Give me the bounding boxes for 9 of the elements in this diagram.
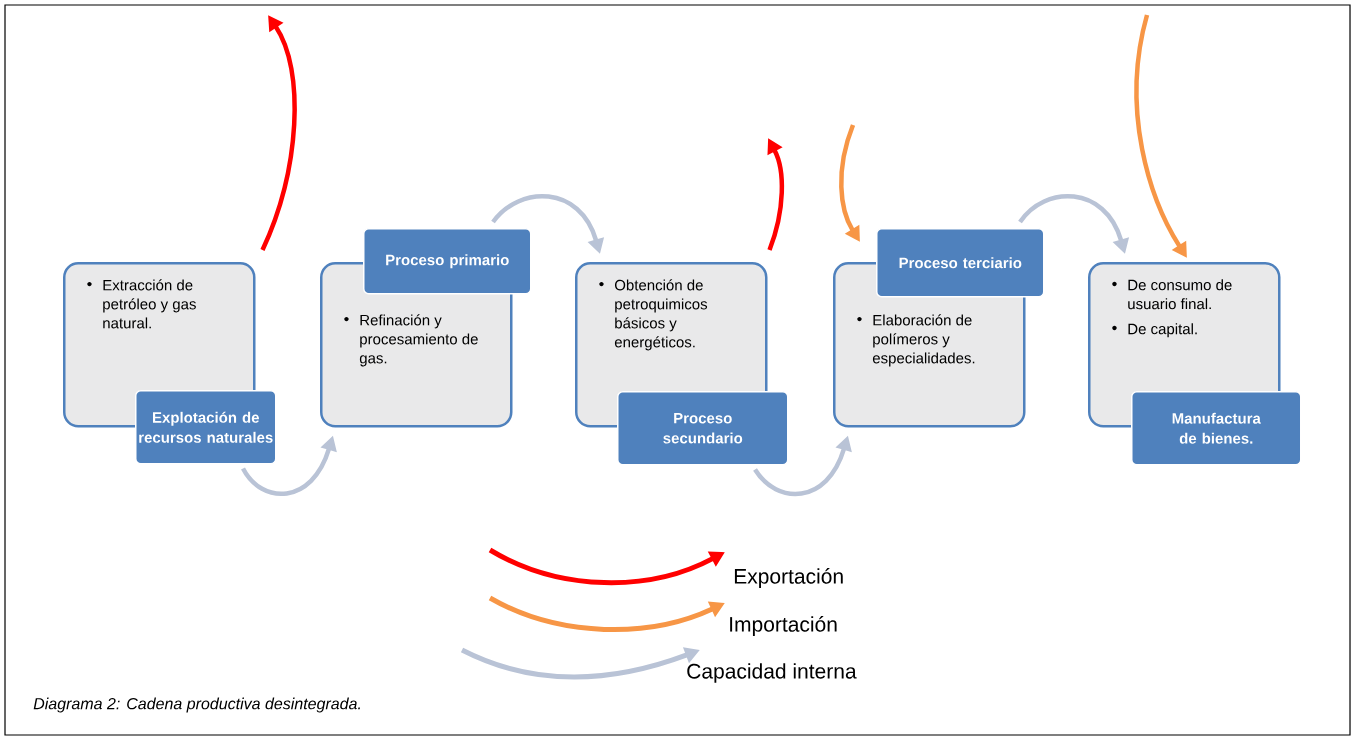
heading-tab: Explotación de recursos naturales <box>135 390 277 465</box>
heading-tab: Proceso terciario <box>876 228 1045 298</box>
legend-label: Importación <box>730 616 837 636</box>
caption: Diagrama 2: Cadena productiva desintegrada. <box>33 697 360 713</box>
legend-label: Capacidad interna <box>687 663 857 683</box>
heading-tab: Proceso secundario <box>617 391 789 466</box>
heading-tab: Proceso primario <box>363 228 532 295</box>
legend-label: Exportación <box>734 568 843 588</box>
heading-tab: Manufactura de bienes. <box>1131 391 1302 466</box>
